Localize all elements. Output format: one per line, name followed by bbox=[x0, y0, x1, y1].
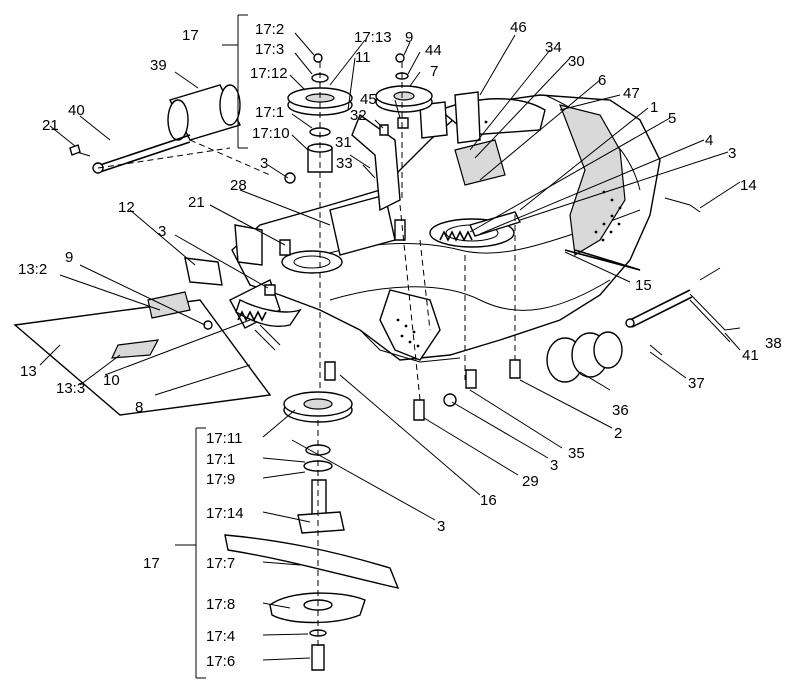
callout-2: 2 bbox=[614, 425, 622, 442]
group-brackets bbox=[175, 14, 248, 679]
callout-17-7: 17:7 bbox=[206, 555, 235, 572]
callout-14: 14 bbox=[740, 177, 757, 194]
callout-39: 39 bbox=[150, 57, 167, 74]
callout-47: 47 bbox=[623, 85, 640, 102]
callout-38: 38 bbox=[765, 335, 782, 352]
callout-17-4: 17:4 bbox=[206, 628, 235, 645]
callout-13-2: 13:2 bbox=[18, 261, 47, 278]
callout-12: 12 bbox=[118, 199, 135, 216]
callout-8: 8 bbox=[135, 399, 143, 416]
bracket-assembly bbox=[229, 91, 521, 329]
leader-lines bbox=[39, 32, 741, 661]
callout-17-3: 17:3 bbox=[255, 41, 284, 58]
callout-31: 31 bbox=[335, 134, 352, 151]
callout-1: 1 bbox=[650, 99, 658, 116]
callout-9-top: 9 bbox=[405, 29, 413, 46]
callout-17-12: 17:12 bbox=[250, 65, 288, 82]
callout-9-left: 9 bbox=[65, 249, 73, 266]
callout-6: 6 bbox=[598, 72, 606, 89]
callout-13: 13 bbox=[20, 363, 37, 380]
callout-17-10: 17:10 bbox=[252, 125, 290, 142]
callout-3-right: 3 bbox=[728, 145, 736, 162]
callout-17-1-bot: 17:1 bbox=[206, 451, 235, 468]
top-pulley-stack bbox=[287, 53, 353, 420]
callout-4: 4 bbox=[705, 132, 713, 149]
mower-deck-housing bbox=[231, 94, 661, 363]
callout-7: 7 bbox=[430, 63, 438, 80]
callout-labels: 17 17:2 17:3 17:13 17:12 11 17:1 17:10 9… bbox=[18, 19, 782, 670]
callout-30: 30 bbox=[568, 53, 585, 70]
callout-5: 5 bbox=[668, 110, 676, 127]
callout-17-14: 17:14 bbox=[206, 505, 244, 522]
callout-17-9: 17:9 bbox=[206, 471, 235, 488]
callout-17-1-top: 17:1 bbox=[255, 104, 284, 121]
callout-44: 44 bbox=[425, 42, 442, 59]
callout-10: 10 bbox=[103, 372, 120, 389]
callout-35: 35 bbox=[568, 445, 585, 462]
callout-17-top: 17 bbox=[182, 27, 199, 44]
callout-16: 16 bbox=[480, 492, 497, 509]
callout-17-13: 17:13 bbox=[354, 29, 392, 46]
callout-11: 11 bbox=[355, 49, 371, 66]
callout-46: 46 bbox=[510, 19, 527, 36]
callout-3-mid: 3 bbox=[158, 223, 166, 240]
idler-pulley bbox=[375, 53, 433, 200]
roller-assembly bbox=[69, 84, 271, 176]
callout-17-bot: 17 bbox=[143, 555, 160, 572]
callout-3-upper: 3 bbox=[260, 155, 268, 172]
callout-21-left: 21 bbox=[42, 117, 59, 134]
callout-17-2: 17:2 bbox=[255, 21, 284, 38]
callout-32: 32 bbox=[350, 107, 367, 124]
callout-21-mid: 21 bbox=[188, 194, 205, 211]
callout-3-low: 3 bbox=[550, 457, 558, 474]
callout-29: 29 bbox=[522, 473, 539, 490]
callout-33: 33 bbox=[336, 155, 353, 172]
callout-3-bot: 3 bbox=[437, 518, 445, 535]
callout-17-11: 17:11 bbox=[206, 430, 242, 447]
callout-28: 28 bbox=[230, 177, 247, 194]
callout-37: 37 bbox=[688, 375, 705, 392]
right-roller-assembly bbox=[546, 249, 741, 383]
callout-41: 41 bbox=[742, 347, 759, 364]
callout-34: 34 bbox=[545, 39, 562, 56]
callout-17-8: 17:8 bbox=[206, 596, 235, 613]
callout-17-6: 17:6 bbox=[206, 653, 235, 670]
callout-40: 40 bbox=[68, 102, 85, 119]
callout-13-3: 13:3 bbox=[56, 380, 85, 397]
callout-15: 15 bbox=[635, 277, 652, 294]
hardware bbox=[69, 124, 701, 421]
callout-36: 36 bbox=[612, 402, 629, 419]
deflector-plate bbox=[13, 257, 272, 416]
callout-45: 45 bbox=[360, 91, 377, 108]
bottom-spindle-stack bbox=[224, 391, 400, 671]
